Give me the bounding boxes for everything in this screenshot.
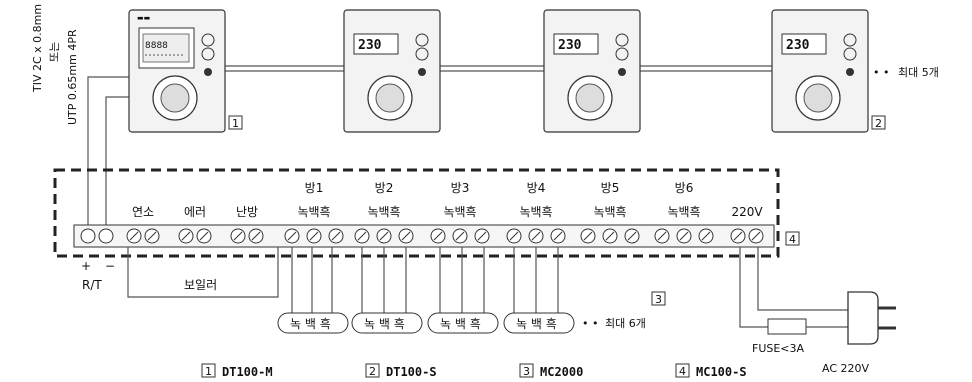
- terminal-label: 220V: [731, 205, 763, 219]
- fuse: [767, 318, 807, 335]
- svg-text:• •: • •: [873, 66, 889, 79]
- legend-item: 1 DT100-M: [201, 363, 273, 379]
- room-label: 방1: [305, 181, 324, 195]
- svg-text:녹 백 흑: 녹 백 흑: [364, 317, 405, 331]
- legend-item: 2 DT100-S: [365, 363, 437, 379]
- ac-label: AC 220V: [822, 362, 870, 375]
- svg-text:DT100-M: DT100-M: [222, 365, 273, 379]
- svg-text:3: 3: [523, 365, 530, 378]
- valve-cap: 녹 백 흑: [427, 312, 499, 334]
- svg-text:녹 백 흑: 녹 백 흑: [440, 317, 481, 331]
- svg-text:MC100-S: MC100-S: [696, 365, 747, 379]
- terminal-label: 녹백흑: [367, 205, 400, 219]
- legend-item: 4 MC100-S: [675, 363, 747, 379]
- fuse-label: FUSE<3A: [752, 342, 805, 355]
- terminal-screw: [80, 228, 96, 244]
- cable-note-or: 또는: [48, 42, 61, 62]
- terminal-label: 녹백흑: [519, 205, 552, 219]
- terminal-screw: [98, 228, 114, 244]
- power-plug: [847, 291, 896, 345]
- thermostat-display: 230: [558, 38, 582, 53]
- plus-label: +: [81, 259, 91, 273]
- svg-text:2: 2: [369, 365, 376, 378]
- room-label: 방2: [375, 181, 394, 195]
- valve-cap: 녹 백 흑: [277, 312, 349, 334]
- terminal-strip: [73, 224, 775, 248]
- room-label: 방5: [601, 181, 620, 195]
- max-controllers-note: 최대 6개: [605, 317, 646, 330]
- thermostat-display: 230: [786, 38, 810, 53]
- boiler-label: 보일러: [184, 278, 217, 292]
- thermostat-slave-2: 230: [543, 9, 641, 133]
- legend-item: 3 MC2000: [519, 363, 583, 379]
- svg-text:• •: • •: [582, 317, 598, 330]
- svg-text:▬▬: ▬▬: [137, 14, 150, 22]
- terminal-label: 녹백흑: [593, 205, 626, 219]
- valve-cap: 녹 백 흑: [351, 312, 423, 334]
- svg-text:녹 백 흑: 녹 백 흑: [516, 317, 557, 331]
- callout-terminal: 4: [789, 233, 796, 246]
- terminal-label: 에러: [184, 205, 206, 219]
- svg-text:녹 백 흑: 녹 백 흑: [290, 317, 331, 331]
- svg-text:MC2000: MC2000: [540, 365, 583, 379]
- rt-label: R/T: [82, 278, 102, 292]
- room-label: 방4: [527, 181, 546, 195]
- cable-note-utp: UTP 0.65mm 4PR: [66, 29, 79, 125]
- terminal-label: 연소: [132, 205, 154, 219]
- callout-controller: 3: [655, 293, 662, 306]
- thermostat-master: 8888 ▬▬: [128, 9, 226, 133]
- svg-text:1: 1: [205, 365, 212, 378]
- room-label: 방3: [451, 181, 470, 195]
- thermostat-slave-1: 230: [343, 9, 441, 133]
- callout-slave: 2: [875, 117, 882, 130]
- svg-text:8888: 8888: [145, 41, 168, 51]
- terminal-label: 녹백흑: [297, 205, 330, 219]
- max-slaves-note: 최대 5개: [898, 66, 939, 79]
- minus-label: −: [105, 259, 115, 273]
- cable-note-tiv: TIV 2C x 0.8mm: [31, 4, 44, 93]
- terminal-label: 녹백흑: [667, 205, 700, 219]
- thermostat-display: 230: [358, 38, 382, 53]
- thermostat-slave-3: 230: [771, 9, 869, 133]
- terminal-label: 녹백흑: [443, 205, 476, 219]
- valve-cap: 녹 백 흑: [503, 312, 575, 334]
- svg-text:4: 4: [679, 365, 686, 378]
- terminal-label: 난방: [236, 205, 258, 219]
- svg-text:DT100-S: DT100-S: [386, 365, 437, 379]
- callout-master: 1: [232, 117, 239, 130]
- room-label: 방6: [675, 181, 694, 195]
- controller-enclosure: [53, 168, 780, 258]
